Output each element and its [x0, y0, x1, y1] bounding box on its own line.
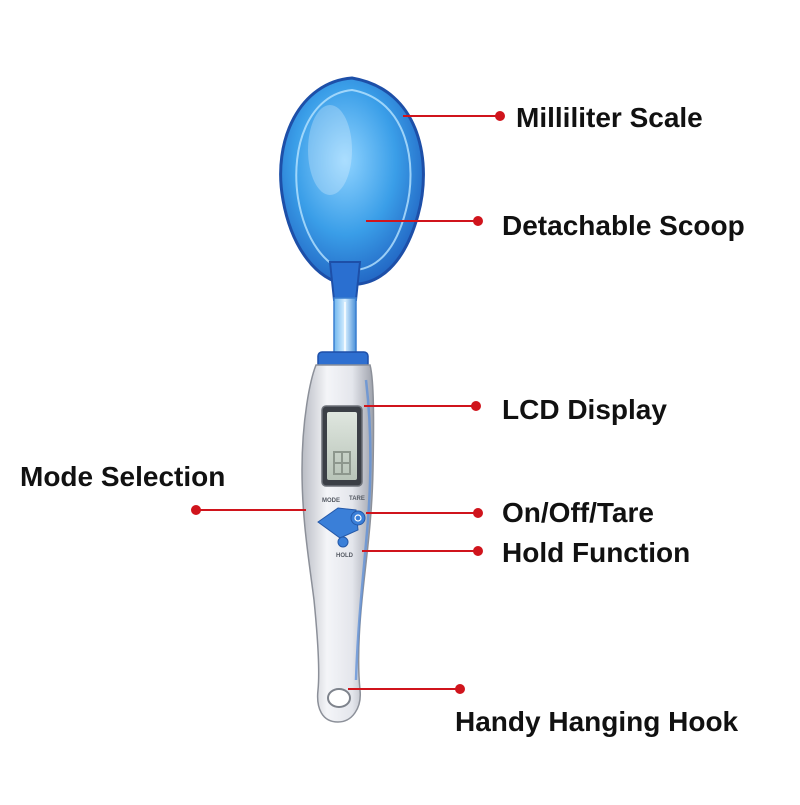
pointer-mode-selection	[191, 505, 306, 515]
power-icon	[354, 514, 362, 522]
scoop-highlight	[308, 105, 352, 195]
pointer-hanging-hook	[348, 684, 465, 694]
hold-text: HOLD	[336, 553, 354, 559]
hanging-hook-hole	[327, 688, 351, 708]
hold-button[interactable]	[337, 536, 349, 548]
lcd-display	[321, 405, 363, 487]
pointer-on-off-tare	[366, 508, 483, 518]
lcd-digits	[333, 451, 351, 475]
tare-text: TARE	[349, 496, 365, 502]
callout-hanging-hook: Handy Hanging Hook	[455, 706, 739, 737]
callout-hold-function: Hold Function	[502, 537, 691, 568]
pointer-hold-function	[362, 546, 483, 556]
scoop-bowl	[279, 76, 425, 286]
callout-pointers	[191, 111, 505, 694]
mode-text: MODE	[322, 498, 340, 504]
callout-lcd-display: LCD Display	[502, 394, 667, 425]
on-off-tare-button[interactable]	[350, 510, 366, 526]
scale-neck	[317, 297, 369, 369]
callout-milliliter-scale: Milliliter Scale	[516, 102, 703, 133]
pointer-milliliter-scale	[403, 111, 505, 121]
handle-edge-blue	[354, 379, 372, 681]
scoop-stem	[328, 261, 362, 301]
callout-detachable-scoop: Detachable Scoop	[502, 210, 745, 241]
detachable-scoop	[279, 76, 425, 301]
callout-mode-selection: Mode Selection	[20, 461, 226, 492]
pointer-detachable-scoop	[366, 216, 483, 226]
control-buttons	[317, 507, 366, 548]
pointer-lcd-display	[364, 401, 481, 411]
callout-on-off-tare: On/Off/Tare	[502, 497, 654, 528]
